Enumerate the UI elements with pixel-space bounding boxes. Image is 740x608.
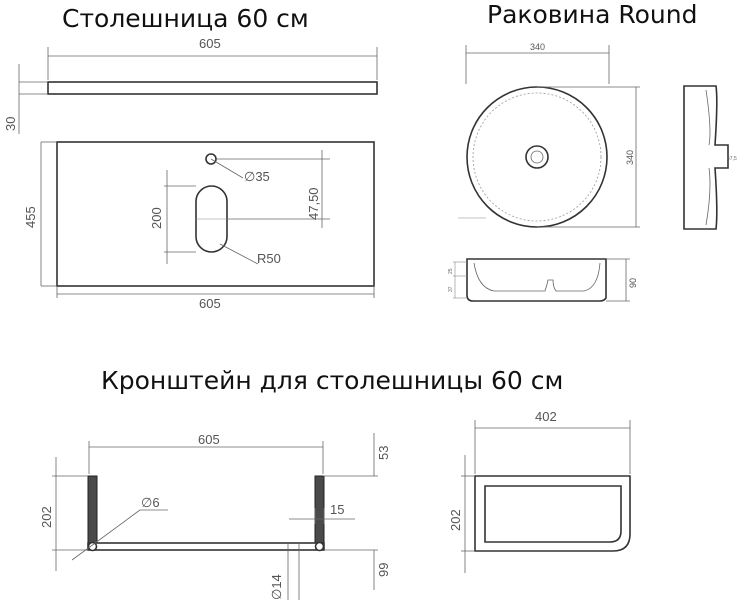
dim-bracket-width-label: 605 <box>198 432 220 447</box>
countertop-plan-view: 455 605 ∅35 200 47,50 R50 <box>23 141 375 311</box>
dim-width-bottom-label: 605 <box>199 296 221 311</box>
leader-line-pin <box>71 509 141 561</box>
bracket-right-upright <box>314 475 325 551</box>
dim-sink-diameter-side-label: 340 <box>625 150 635 165</box>
bracket-left-foot <box>87 541 98 552</box>
sink-inner-edge <box>472 92 602 222</box>
dim-tube-diameter-label: ∅14 <box>269 574 284 600</box>
dim-bracket-bottom-label: 99 <box>376 563 391 577</box>
dim-slot-length-label: 200 <box>149 207 164 229</box>
dim-bracket-side-height-label: 202 <box>448 509 463 531</box>
dim-width-top-label: 605 <box>199 36 221 51</box>
leader-line-radius <box>219 243 259 265</box>
bracket-side-view: 402 202 <box>448 409 631 573</box>
countertop-plan-slab <box>56 141 375 287</box>
sink-side-section: 47,5 <box>683 85 737 230</box>
dim-slot-radius-label: R50 <box>257 251 281 266</box>
dim-depth-label: 455 <box>23 206 38 228</box>
dim-thickness-label: 30 <box>3 117 18 131</box>
sink-side-small-mark: 47,5 <box>727 156 737 162</box>
dim-hole-offset-label: 47,50 <box>306 187 321 220</box>
sink-drain-inner <box>530 150 544 164</box>
dim-bracket-top-label: 53 <box>376 446 391 460</box>
title-sink: Раковина Round <box>487 0 698 29</box>
dim-bracket-offset-label: 15 <box>330 502 344 517</box>
sink-front-small-mark-bottom: 37 <box>448 286 454 292</box>
bracket-side-frame-inner <box>484 485 622 543</box>
sink-front-inner-line <box>473 262 601 292</box>
bracket-left-upright <box>87 475 98 551</box>
sink-front-section: 90 25 37 <box>448 258 638 302</box>
dim-hole-diameter-label: ∅35 <box>244 169 270 184</box>
leader-line-hole <box>210 158 244 179</box>
sink-side-profile <box>683 85 729 230</box>
sink-front-small-mark-top: 25 <box>448 268 454 274</box>
dim-bracket-side-width-label: 402 <box>535 409 557 424</box>
sink-side-inner-line <box>705 89 711 226</box>
dim-pin-diameter-label: ∅6 <box>141 495 160 510</box>
countertop-edge-slab <box>47 81 378 95</box>
title-bracket: Кронштейн для столешницы 60 см <box>101 366 563 395</box>
dim-sink-diameter-top-label: 340 <box>530 42 545 52</box>
countertop-edge-view: 605 30 <box>3 36 378 134</box>
bracket-front-view: 605 202 ∅6 53 15 99 ∅14 <box>39 432 391 600</box>
sink-plan-view: 340 340 <box>458 42 640 228</box>
dim-bracket-height-label: 202 <box>39 506 54 528</box>
title-countertop: Столешница 60 см <box>62 4 309 33</box>
sink-front-profile <box>466 258 607 302</box>
dim-sink-height-label: 90 <box>628 278 638 288</box>
bracket-right-foot <box>314 541 325 552</box>
bracket-bottom-rail <box>87 542 325 551</box>
sink-drain-outer <box>525 145 549 169</box>
